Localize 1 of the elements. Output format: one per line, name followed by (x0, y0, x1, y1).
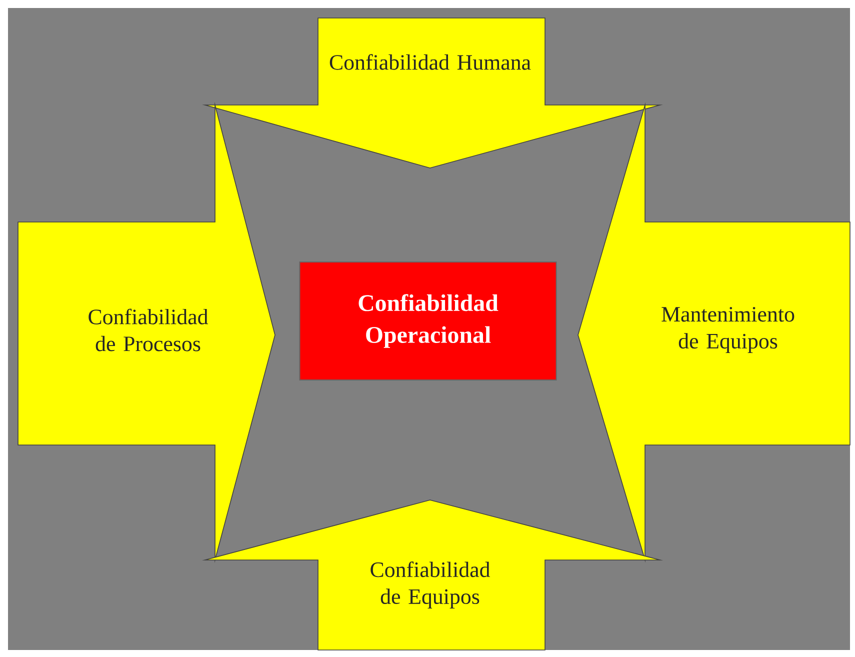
center-box: Confiabilidad Operacional (299, 262, 557, 380)
